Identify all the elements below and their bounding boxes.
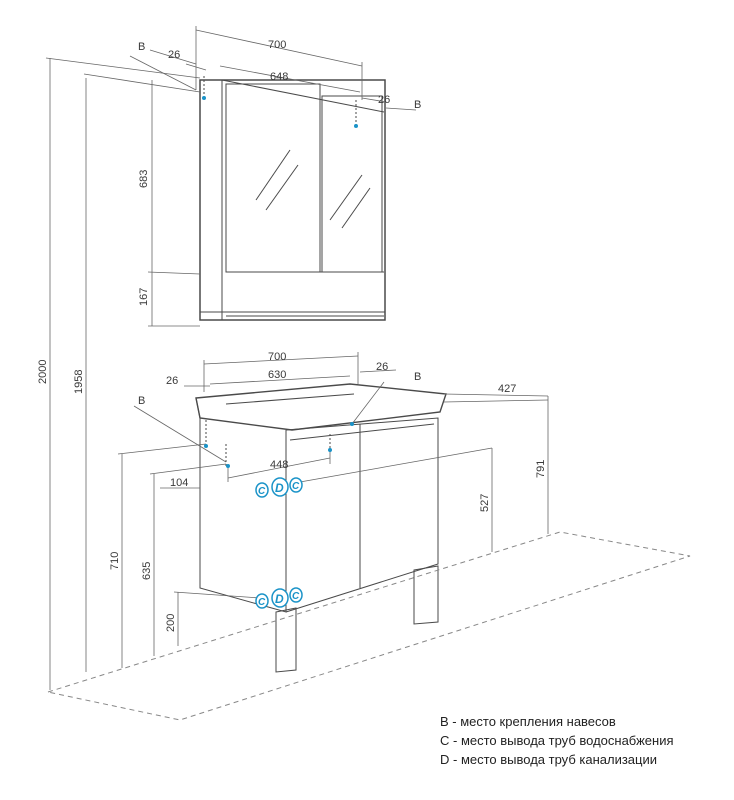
label-pipe-side-offset: 104 — [170, 477, 188, 489]
label-mirror-inner-width: 648 — [270, 71, 288, 83]
label-mirror-left-offset: 26 — [168, 49, 180, 61]
label-pipe-lower-height: 200 — [165, 614, 177, 632]
marker-c-left-lower: C — [258, 597, 266, 608]
label-mount-height-635: 635 — [141, 562, 153, 580]
legend: B - место крепления навесов C - место вы… — [440, 712, 674, 769]
mount-points — [202, 96, 358, 468]
marker-c-left: C — [258, 486, 266, 497]
label-b-top-right: B — [414, 99, 421, 111]
label-vanity-left-offset: 26 — [166, 375, 178, 387]
marker-d: D — [275, 481, 284, 495]
legend-item-b: B - место крепления навесов — [440, 714, 616, 729]
label-pipe-upper-height: 527 — [479, 494, 491, 512]
mount-dashes — [203, 76, 357, 466]
pipe-outlets-upper: C D C — [255, 477, 303, 498]
marker-d-lower: D — [275, 592, 284, 606]
label-mount-height-710: 710 — [109, 552, 121, 570]
label-vanity-right-offset: 26 — [376, 361, 388, 373]
legend-item-c: C - место вывода труб водоснабжения — [440, 733, 674, 748]
label-vanity-depth: 427 — [498, 383, 516, 395]
label-pipe-spacing: 448 — [270, 459, 288, 471]
vanity-cabinet — [195, 383, 447, 673]
label-total-height: 2000 — [37, 360, 49, 384]
label-mirror-right-offset: 26 — [378, 94, 390, 106]
label-mirror-upper-height: 683 — [138, 170, 150, 188]
label-vanity-inner-width: 630 — [268, 369, 286, 381]
label-mirror-width: 700 — [268, 39, 286, 51]
dimension-lines — [45, 26, 549, 690]
label-vanity-height: 791 — [535, 460, 547, 478]
label-b-top-left: B — [138, 41, 145, 53]
label-mirror-top-height: 1958 — [73, 370, 85, 394]
marker-c-right: C — [292, 481, 300, 492]
label-vanity-width: 700 — [268, 351, 286, 363]
legend-item-d: D - место вывода труб канализации — [440, 752, 658, 767]
label-b-vanity-right: B — [414, 371, 421, 383]
floor-outline — [46, 531, 691, 721]
pipe-outlets-lower: C D C — [255, 587, 303, 609]
dimension-labels: 700 648 26 26 B B 683 167 1958 2000 700 … — [37, 39, 547, 632]
label-b-vanity-left: B — [138, 395, 145, 407]
mirror-cabinet — [199, 79, 386, 321]
label-mirror-shelf-height: 167 — [138, 288, 150, 306]
marker-c-right-lower: C — [292, 591, 300, 602]
